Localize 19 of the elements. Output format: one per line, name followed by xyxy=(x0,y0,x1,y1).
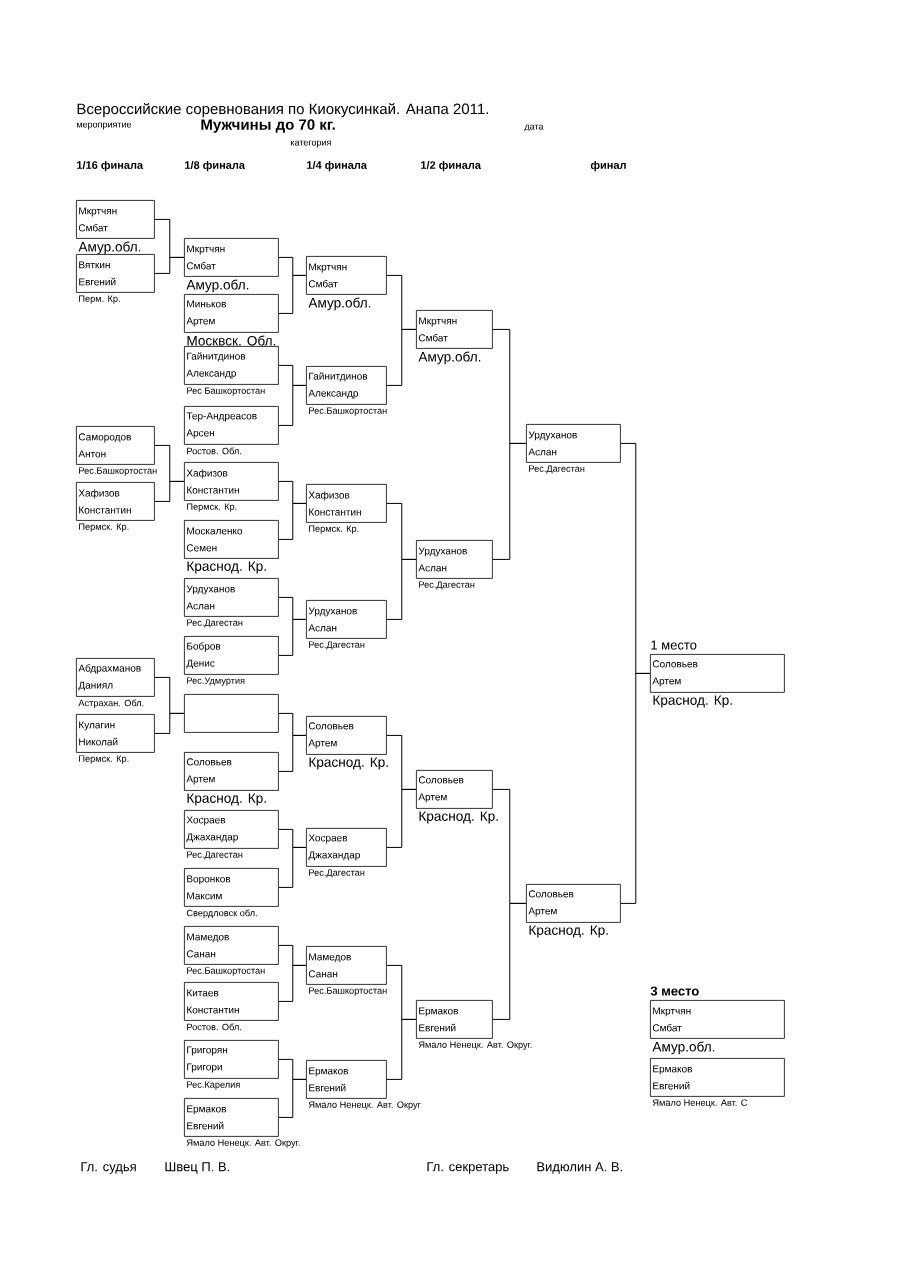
bracket-line xyxy=(278,964,307,1002)
bracket-line xyxy=(386,558,417,620)
bracket-line xyxy=(492,902,527,1020)
bracket-line xyxy=(154,256,185,274)
bracket-line xyxy=(154,480,185,502)
bracket-line xyxy=(278,734,307,772)
empty-box xyxy=(184,694,279,733)
bracket-line xyxy=(278,274,307,314)
bracket-line xyxy=(386,328,417,386)
bracket-line xyxy=(154,712,185,734)
bracket-line xyxy=(386,788,417,848)
bracket-line xyxy=(620,672,651,904)
bracket-line xyxy=(386,1018,417,1080)
bracket-line xyxy=(278,502,307,540)
bracket-line xyxy=(278,1078,307,1118)
bracket-line xyxy=(278,846,307,888)
bracket-line xyxy=(492,442,527,560)
bracket-line xyxy=(278,618,307,656)
bracket-line xyxy=(278,384,307,426)
